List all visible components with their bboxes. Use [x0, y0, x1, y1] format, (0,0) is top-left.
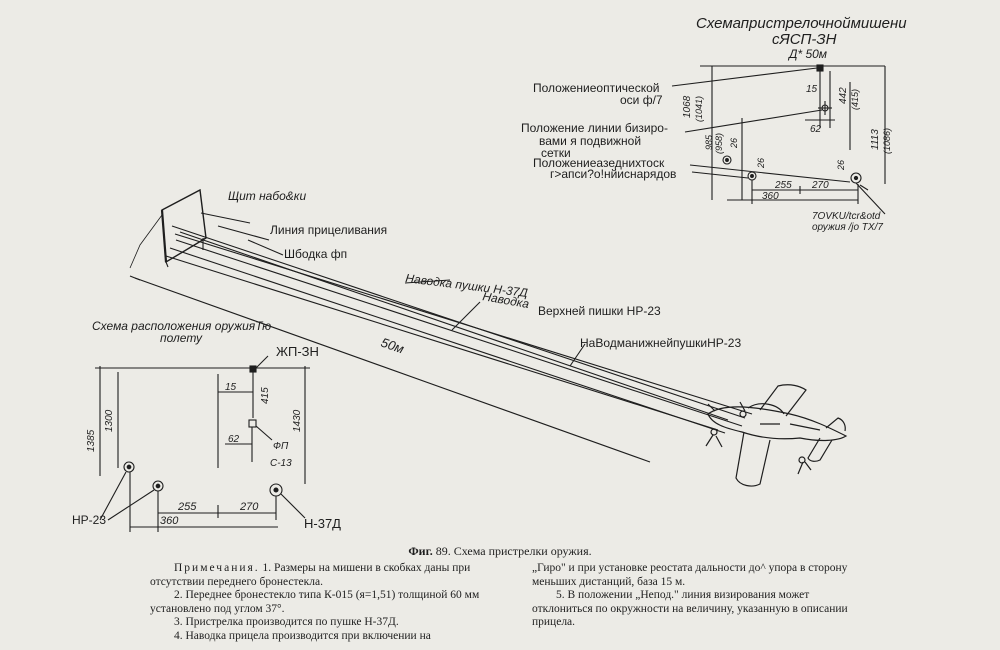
- note-1: 1. Размеры на мишени в скобках даны при …: [150, 562, 471, 588]
- aircraft-sketch: [705, 384, 848, 487]
- label-moving-reticle-3: сетки: [541, 146, 571, 160]
- layout-dim-415: 415: [260, 387, 271, 404]
- target-title-line2: сЯСП-ЗН: [772, 31, 837, 48]
- range-view: [129, 188, 848, 487]
- label-moving-reticle-1: Положение линии бизиро-: [521, 121, 668, 135]
- notes-left-column: Примечания. 1. Размеры на мишени в скобк…: [150, 562, 492, 643]
- layout-title-1: Схема расположения оружияТю: [92, 319, 271, 333]
- layout-dim-1430: 1430: [292, 409, 303, 432]
- layout-dim-255: 255: [177, 501, 197, 513]
- layout-dim-1300: 1300: [104, 409, 115, 432]
- label-fp-line: Шбодка фп: [284, 247, 347, 261]
- dim-360: 360: [762, 191, 779, 202]
- notes-right-column: „Гиро" и при установке реостата дальност…: [532, 562, 862, 630]
- layout-title-2: полету: [160, 331, 203, 345]
- layout-dim-1385: 1385: [86, 429, 97, 452]
- dim-62: 62: [810, 124, 822, 135]
- line-fp: [179, 231, 729, 421]
- notes-heading: Примечания.: [174, 562, 260, 574]
- label-zhp: ЖП-ЗН: [276, 344, 319, 359]
- dim-442: 442: [838, 87, 849, 104]
- dim-415: (415): [850, 89, 860, 110]
- label-shield: Щит набо&ки: [228, 189, 306, 203]
- label-fp-s13: С-13: [270, 458, 292, 469]
- layout-dim-360: 360: [160, 515, 179, 527]
- target-scheme: [671, 64, 886, 215]
- figure-caption: Фиг. 89. Схема пристрелки оружия.: [0, 544, 1000, 559]
- fp-marker: [248, 419, 257, 428]
- dim-1113: 1113: [870, 129, 881, 150]
- label-optical-axis-2: оси ф/7: [620, 93, 663, 107]
- dim-26a: 26: [729, 138, 739, 149]
- label-guns-1: 7OVKU/tcr&otd: [812, 211, 881, 222]
- caption-fig: Фиг.: [408, 544, 433, 558]
- label-fp: ФП: [273, 441, 289, 452]
- target-title: Схемапристрелочноймишени: [696, 15, 907, 32]
- note-5: 5. В положении „Непод." линия визировани…: [532, 589, 848, 628]
- note-3: 3. Пристрелка производится по пушке Н-37…: [174, 616, 399, 628]
- label-lower-nr23-line: НаВодманижнейпушкиНР-23: [580, 336, 741, 350]
- label-aim-line: Линия прицеливания: [270, 223, 387, 237]
- label-distance-50m: 50м: [379, 335, 406, 357]
- dim-1068: 1068: [682, 95, 693, 118]
- dim-15: 15: [806, 84, 818, 95]
- layout-dim-62: 62: [228, 434, 240, 445]
- label-n37: Н-37Д: [304, 516, 341, 531]
- target-shield: [161, 188, 207, 264]
- dim-958: (958): [714, 133, 724, 154]
- weapon-layout: [95, 355, 310, 532]
- note-2: 2. Переднее бронестекло типа К-015 (я=1,…: [150, 589, 480, 615]
- label-barrels-1: Положениеазеднихтоск: [533, 156, 665, 170]
- target-scheme-labels: Схемапристрелочноймишени сЯСП-ЗН Д* 50м …: [521, 15, 907, 233]
- dim-26c: 26: [836, 160, 846, 171]
- label-nr23: НР-23: [72, 513, 106, 527]
- target-distance: Д* 50м: [787, 47, 827, 61]
- nr23-upper-gun: [123, 461, 135, 473]
- line-n37: [175, 239, 743, 427]
- line-upper-nr23: [169, 247, 726, 434]
- dim-1086: (1086): [882, 128, 892, 154]
- layout-dim-270: 270: [239, 501, 259, 513]
- note-4-continued: „Гиро" и при установке реостата дальност…: [532, 562, 848, 588]
- layout-dim-15: 15: [225, 382, 237, 393]
- label-optical-axis-1: Положениеоптической: [533, 81, 659, 95]
- caption-text: 89. Схема пристрелки оружия.: [432, 544, 592, 558]
- dim-270: 270: [811, 180, 829, 191]
- label-upper-nr23-line-2: Верхней пишки НР-23: [538, 304, 661, 318]
- dim-26b: 26: [756, 158, 766, 169]
- note-4: 4. Наводка прицела производится при вклю…: [174, 629, 431, 642]
- dim-985: 985: [704, 134, 714, 150]
- label-moving-reticle-2: вами я подвижной: [539, 134, 641, 148]
- dim-1041: (1041): [694, 96, 704, 122]
- zhp-marker: [249, 365, 257, 373]
- label-barrels-2: г>апси?о!нйиснарядов: [550, 167, 676, 181]
- distance-dimension-line: [134, 277, 651, 463]
- weapon-layout-labels: Схема расположения оружияТю полету ЖП-ЗН…: [72, 319, 341, 531]
- dim-255: 255: [774, 180, 792, 191]
- line-lower-nr23: [165, 255, 719, 431]
- label-guns-2: оружия /jo ТХ/7: [812, 222, 883, 233]
- optical-axis-marker: [816, 64, 824, 72]
